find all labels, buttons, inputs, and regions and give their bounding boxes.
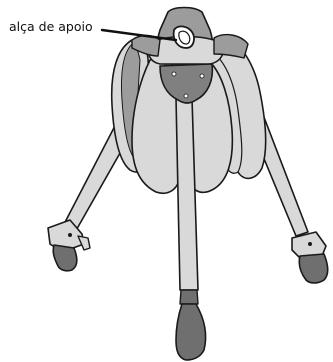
left-foot xyxy=(48,220,90,271)
hub-right-flap xyxy=(214,35,248,58)
plate-screw-bottom xyxy=(184,94,188,98)
right-foot-screw xyxy=(308,242,312,246)
center-foot-joint xyxy=(180,290,198,304)
plate-screw-right xyxy=(200,74,204,78)
center-foot-rubber xyxy=(176,304,206,360)
right-foot xyxy=(292,232,328,283)
support-strap-label: alça de apoio xyxy=(9,20,93,34)
left-foot-rubber xyxy=(53,245,77,271)
plate-screw-left xyxy=(172,72,176,76)
right-foot-rubber xyxy=(299,254,328,283)
left-foot-screw xyxy=(68,233,72,237)
